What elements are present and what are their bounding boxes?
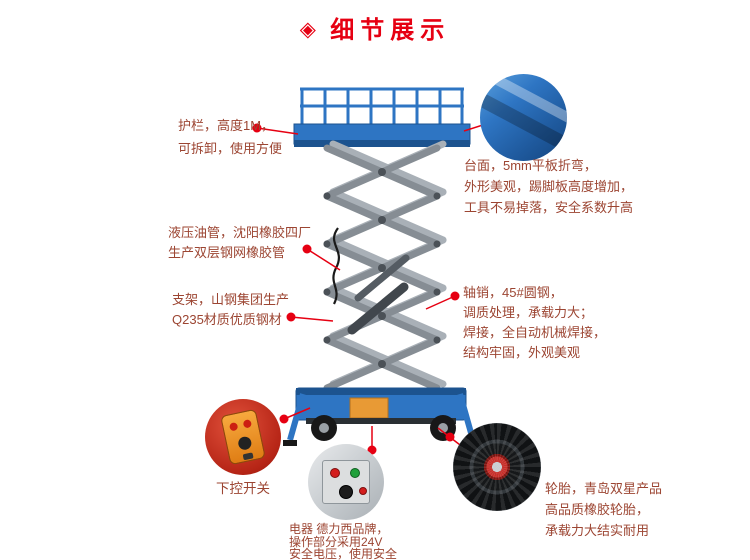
annotation-line: 液压油管，沈阳橡胶四厂	[168, 225, 312, 240]
tire-tread-pattern	[453, 423, 541, 511]
annotation-line: 下控开关	[216, 481, 270, 496]
annotation-line: Q235材质优质钢材	[172, 312, 282, 327]
panel-green-button	[350, 468, 360, 478]
annotation-line: 可拆卸，使用方便	[178, 141, 283, 156]
remote-body	[220, 408, 266, 466]
chassis-base	[295, 387, 467, 424]
control-panel-face	[322, 460, 370, 504]
pivot-pins	[323, 168, 441, 368]
panel-black-knob	[339, 485, 353, 499]
remote-control-photo	[205, 399, 281, 475]
diamond-icon: ◈	[299, 18, 316, 41]
annotation-line: 台面，5mm平板折弯，	[464, 158, 597, 173]
annotation-line: 轴销，45#圆钢，	[463, 285, 563, 300]
platform-detail-photo	[480, 74, 567, 161]
annotation-line: 操作部分采用24V	[289, 534, 383, 549]
annotation-line: 工具不易掉落，安全系数升高	[464, 200, 634, 215]
annotation-line: 结构牢固，外观美观	[463, 345, 581, 360]
annotation-line: 高品质橡胶轮胎，	[545, 502, 650, 517]
annotation-line: 焊接，全自动机械焊接，	[463, 325, 607, 340]
annotation-line: 生产双层钢网橡胶管	[168, 245, 286, 260]
hydraulic-cylinders	[347, 254, 410, 335]
annotation-line: 承载力大结实耐用	[545, 523, 650, 538]
connector-lines	[256, 123, 487, 450]
annotation-line: 外形美观，踢脚板高度增加，	[464, 179, 634, 194]
annotation-electric: 电器 德力西品牌， 操作部分采用24V 安全电压，使用安全	[289, 523, 397, 560]
remote-button	[228, 421, 239, 432]
control-panel-photo	[308, 444, 384, 520]
annotation-frame: 支架，山钢集团生产 Q235材质优质钢材	[172, 290, 289, 330]
panel-red-button	[330, 468, 340, 478]
annotation-pin: 轴销，45#圆钢， 调质处理，承载力大； 焊接，全自动机械焊接， 结构牢固，外观…	[463, 283, 606, 363]
annotation-line: 护栏，高度1M，	[178, 118, 275, 133]
annotation-line: 轮胎，青岛双星产品	[545, 481, 663, 496]
guardrail	[300, 87, 464, 126]
page-title: 细节展示	[330, 17, 451, 44]
tire-photo	[453, 423, 541, 511]
annotation-guardrail: 护栏，高度1M， 可拆卸，使用方便	[178, 114, 282, 160]
section-header: ◈ 细节展示	[0, 10, 750, 45]
annotation-remote-label: 下控开关	[216, 477, 270, 497]
panel-small-button	[359, 487, 367, 495]
remote-cable-gland	[242, 452, 254, 461]
power-unit	[349, 397, 389, 419]
annotation-line: 安全电压，使用安全	[289, 547, 398, 560]
remote-button	[242, 419, 253, 429]
annotation-line: 电器 德力西品牌，	[289, 522, 389, 536]
annotation-tire: 轮胎，青岛双星产品 高品质橡胶轮胎， 承载力大结实耐用	[545, 478, 662, 541]
annotation-platform: 台面，5mm平板折弯， 外形美观，踢脚板高度增加， 工具不易掉落，安全系数升高	[464, 155, 633, 218]
annotation-line: 支架，山钢集团生产	[172, 292, 290, 307]
annotation-line: 调质处理，承载力大；	[463, 305, 594, 320]
annotation-hose: 液压油管，沈阳橡胶四厂 生产双层钢网橡胶管	[168, 223, 311, 263]
remote-knob	[237, 435, 253, 451]
